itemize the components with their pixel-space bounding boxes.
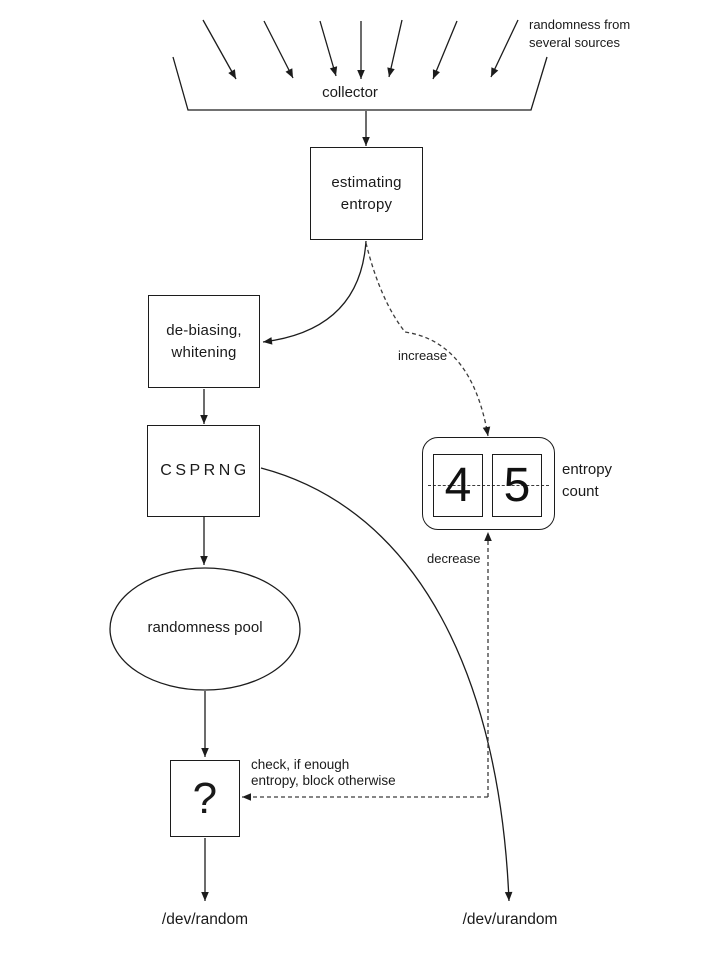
sources-note-line1: randomness from [529,17,631,32]
entropy-count-label: entropy count [562,459,612,503]
debiasing-label-line2: whitening [171,343,237,361]
debiasing-whitening-box: de-biasing, whitening [148,295,260,388]
arrow-csprng-to-devurandom [260,467,513,902]
counter-split-line [428,485,549,486]
csprng-box: CSPRNG [147,425,260,517]
check-note-line1: check, if enough [251,757,350,772]
blocking-check-label: ? [192,773,218,823]
input-arrow [387,19,403,78]
decrease-label: decrease [427,551,481,566]
randomness-pool-ellipse [109,567,301,691]
flow-arrows [200,111,513,902]
dev-random-label: /dev/random [161,911,249,928]
debiasing-label-line1: de-biasing, [166,321,242,339]
estimating-entropy-label-line1: estimating [331,173,402,191]
check-note-line2: entropy, block otherwise [251,773,396,788]
entropy-count-arrows [242,242,492,801]
estimating-entropy-box: estimating entropy [310,147,423,240]
entropy-count-label-line1: entropy [562,461,613,478]
randomness-pool-label: randomness pool [147,619,263,636]
estimating-entropy-label-line2: entropy [340,195,393,213]
input-arrow [202,19,237,80]
input-arrow [319,20,338,77]
arrow-increase-dashed [365,242,491,437]
input-arrow [263,20,294,79]
dev-urandom-label: /dev/urandom [462,911,558,928]
counter-digit-1: 4 [444,458,472,512]
input-arrow [432,20,458,80]
csprng-label: CSPRNG [160,462,250,479]
sources-note-line2: several sources [529,35,621,50]
blocking-check-box: ? [170,760,240,837]
input-arrows [202,19,519,80]
entropy-count-label-line2: count [562,483,599,500]
sources-note: randomness from several sources [529,16,630,52]
input-arrow [490,19,519,78]
entropy-counter: 4 5 [422,437,555,530]
counter-digit-2: 5 [503,458,531,512]
counter-digit-cell-2: 5 [492,454,542,517]
collector-funnel [172,56,548,111]
check-note: check, if enough entropy, block otherwis… [251,757,396,789]
increase-label: increase [398,348,448,363]
collector-label: collector [322,84,378,101]
counter-digit-cell-1: 4 [433,454,483,517]
arrow-estimator-to-debias [262,240,367,345]
